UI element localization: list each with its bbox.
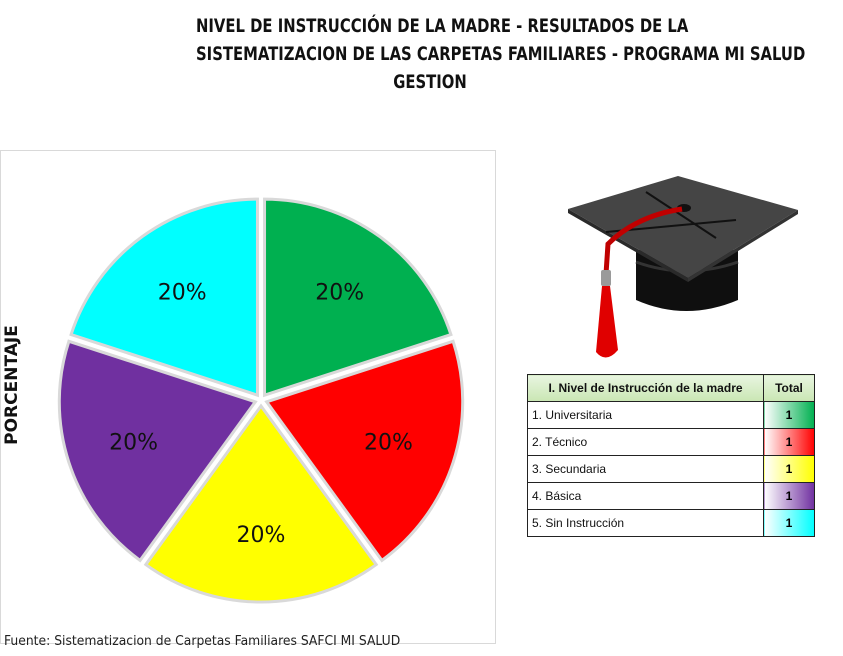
slice-label-4: 20% bbox=[109, 430, 158, 455]
row-name: 1. Universitaria bbox=[527, 401, 764, 429]
row-name: 2. Técnico bbox=[527, 428, 764, 456]
source-note: Fuente: Sistematizacion de Carpetas Fami… bbox=[4, 634, 401, 649]
row-total: 1 bbox=[763, 401, 815, 429]
chart-title: NIVEL DE INSTRUCCIÓN DE LA MADRE - RESUL… bbox=[196, 12, 806, 96]
table-row: 5. Sin Instrucción 1 bbox=[527, 509, 815, 537]
slice-label-1: 20% bbox=[315, 281, 364, 306]
table-row: 4. Básica 1 bbox=[527, 482, 815, 510]
cap-board bbox=[568, 176, 798, 278]
cap-board-edge bbox=[568, 209, 688, 282]
tassel-cord bbox=[603, 206, 683, 275]
tassel-fringe bbox=[596, 286, 618, 358]
pie-slice-5 bbox=[69, 197, 259, 398]
pie-slice-2 bbox=[264, 339, 465, 563]
graduation-cap-icon bbox=[568, 176, 798, 358]
data-table: I. Nivel de Instrucción de la madre Tota… bbox=[527, 374, 815, 537]
row-total: 1 bbox=[763, 482, 815, 510]
title-line-1: NIVEL DE INSTRUCCIÓN DE LA MADRE - RESUL… bbox=[196, 15, 689, 37]
table-row: 2. Técnico 1 bbox=[527, 428, 815, 456]
header-name: I. Nivel de Instrucción de la madre bbox=[527, 374, 764, 402]
pie-slice-1 bbox=[263, 197, 453, 398]
header-total: Total bbox=[763, 374, 815, 402]
table-header-row: I. Nivel de Instrucción de la madre Tota… bbox=[527, 374, 815, 402]
table-row: 1. Universitaria 1 bbox=[527, 401, 815, 429]
pie-slice-4 bbox=[57, 339, 258, 563]
row-total: 1 bbox=[763, 509, 815, 537]
title-line-2: SISTEMATIZACION DE LAS CARPETAS FAMILIAR… bbox=[196, 43, 806, 65]
row-name: 5. Sin Instrucción bbox=[527, 509, 764, 537]
title-line-3: GESTION bbox=[393, 71, 467, 93]
row-total: 1 bbox=[763, 428, 815, 456]
tassel-knot bbox=[601, 270, 611, 286]
slice-label-5: 20% bbox=[158, 281, 207, 306]
row-total: 1 bbox=[763, 455, 815, 483]
row-name: 4. Básica bbox=[527, 482, 764, 510]
table-row: 3. Secundaria 1 bbox=[527, 455, 815, 483]
cap-seam-2 bbox=[645, 191, 717, 239]
pie-chart: 20% 20% 20% 20% 20% bbox=[57, 197, 465, 604]
cap-board-edge-right bbox=[688, 210, 798, 282]
slice-label-2: 20% bbox=[364, 430, 413, 455]
row-name: 3. Secundaria bbox=[527, 455, 764, 483]
slice-label-3: 20% bbox=[237, 523, 286, 548]
pie-slice-3 bbox=[143, 403, 379, 604]
